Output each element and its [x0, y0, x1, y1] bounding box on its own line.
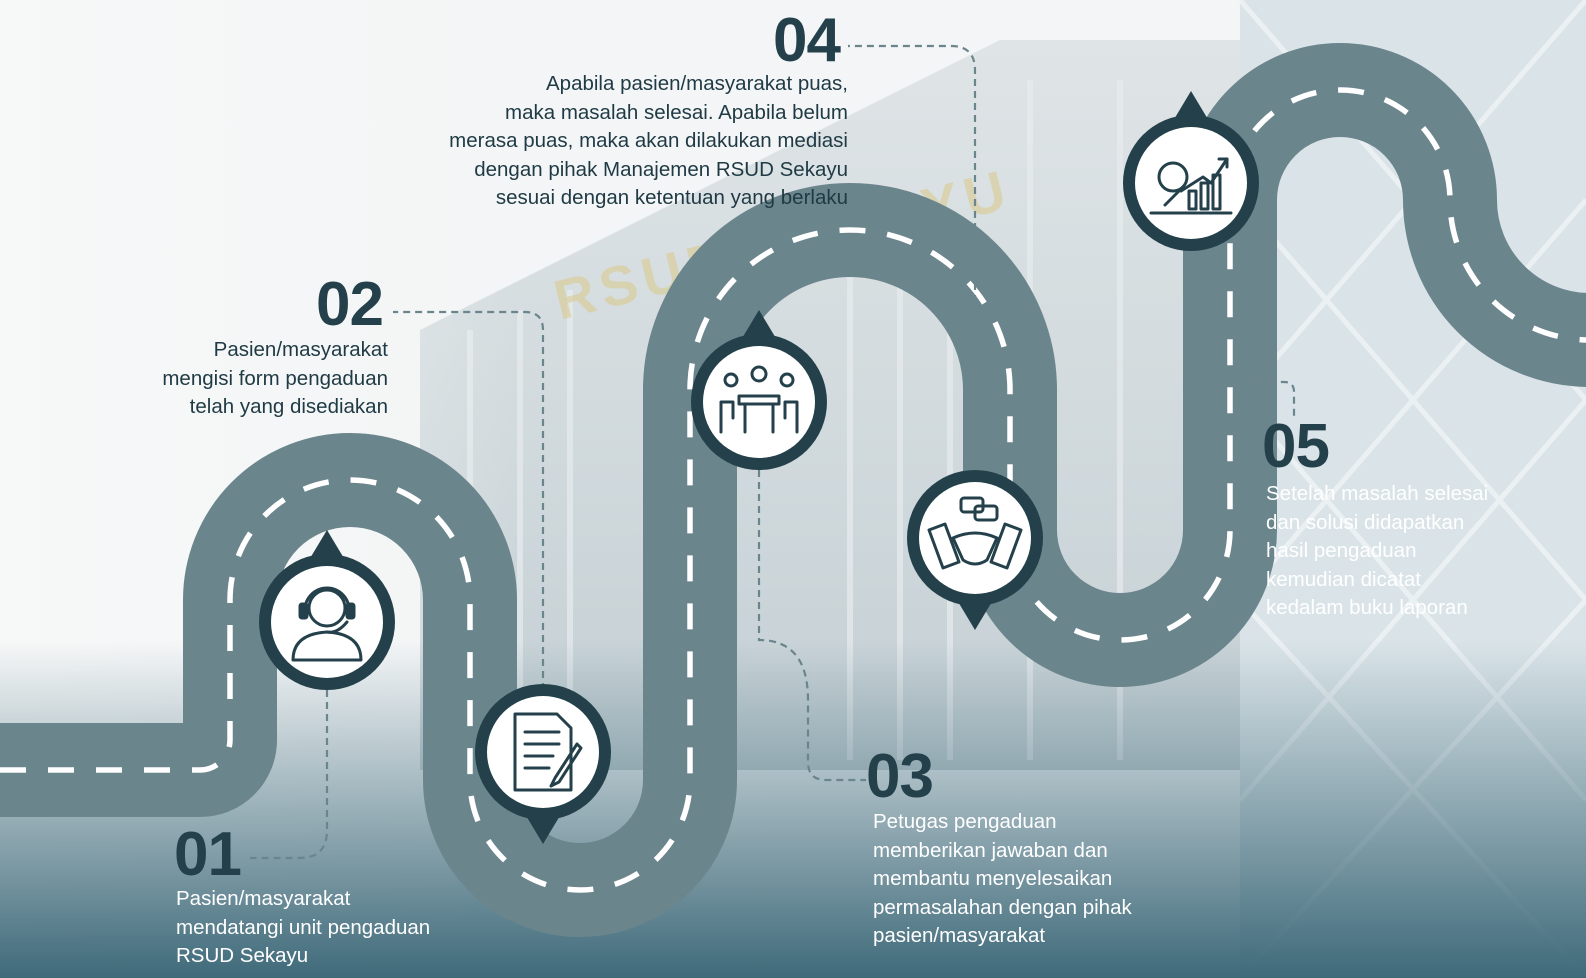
step-05-description: Setelah masalah selesai dan solusi didapa… [1266, 480, 1488, 623]
step-04-line: sesuai dengan ketentuan yang berlaku [495, 186, 848, 209]
report-chart-icon [1149, 157, 1233, 215]
step-04-description: Apabila pasien/masyarakat puas, maka masa… [449, 70, 848, 213]
step-03-description: Petugas pengaduan memberikan jawaban dan m… [873, 808, 1132, 951]
step-05-line: hasil pengaduan [1266, 539, 1417, 562]
step-01-connector [250, 690, 329, 860]
step-02-line: telah yang disediakan [189, 395, 388, 418]
pin-face [271, 566, 383, 678]
step-04-line: dengan pihak Manajemen RSUD Sekayu [474, 157, 848, 181]
step-03-line: pasien/masyarakat [873, 924, 1046, 947]
step-03-line: memberikan jawaban dan [873, 838, 1108, 862]
step-02-number: 02 [316, 270, 384, 339]
pin-pointer [309, 530, 345, 560]
step-05-pin [1123, 91, 1259, 251]
customer-service-headset-icon [291, 586, 363, 662]
step-03-number: 03 [866, 742, 934, 811]
step-04-number: 04 [773, 6, 841, 75]
step-05-number: 05 [1262, 412, 1330, 481]
step-05-line: kedalam buku laporan [1266, 596, 1468, 619]
pin-pointer [1173, 91, 1209, 121]
step-05-line: Setelah masalah selesai [1266, 482, 1489, 505]
step-03-line: Petugas pengaduan [873, 810, 1057, 833]
step-03-line: membantu menyelesaikan [873, 867, 1113, 890]
handshake-chat-icon [927, 496, 1023, 570]
step-01-line: Pasien/masyarakat [176, 887, 351, 910]
pin-pointer [957, 600, 993, 630]
step-02-description: Pasien/masyarakat mengisi form pengaduan t… [162, 336, 388, 422]
step-04-line: merasa puas, maka akan dilakukan mediasi [449, 129, 848, 152]
step-01-line: RSUD Sekayu [176, 944, 309, 967]
pin-pointer [525, 814, 561, 844]
step-03-pin [691, 310, 827, 470]
document-pen-icon [513, 712, 583, 792]
step-02-line: Pasien/masyarakat [213, 338, 388, 361]
meeting-table-icon [719, 365, 799, 434]
step-02-connector [393, 310, 545, 690]
pin-pointer [741, 310, 777, 340]
step-05-line: kemudian dicatat [1266, 567, 1421, 591]
step-01-number: 01 [174, 820, 242, 889]
step-02-line: mengisi form pengaduan [162, 366, 388, 390]
step-03-line: permasalahan dengan pihak [873, 895, 1132, 919]
step-01-description: Pasien/masyarakat mendatangi unit pengadu… [176, 885, 430, 971]
road-center-dashes [0, 87, 1586, 893]
step-01-line: mendatangi unit pengaduan [176, 915, 431, 939]
step-05-line: dan solusi didapatkan [1266, 510, 1465, 534]
step-05-connector [1189, 252, 1296, 420]
step-04-pin [907, 470, 1043, 630]
step-04-line: maka masalah selesai. Apabila belum [505, 100, 848, 124]
step-01-pin [259, 530, 395, 690]
step-04-connector [848, 44, 977, 470]
step-04-line: Apabila pasien/masyarakat puas, [546, 72, 848, 95]
step-03-connector [757, 470, 866, 782]
step-02-pin [475, 684, 611, 844]
